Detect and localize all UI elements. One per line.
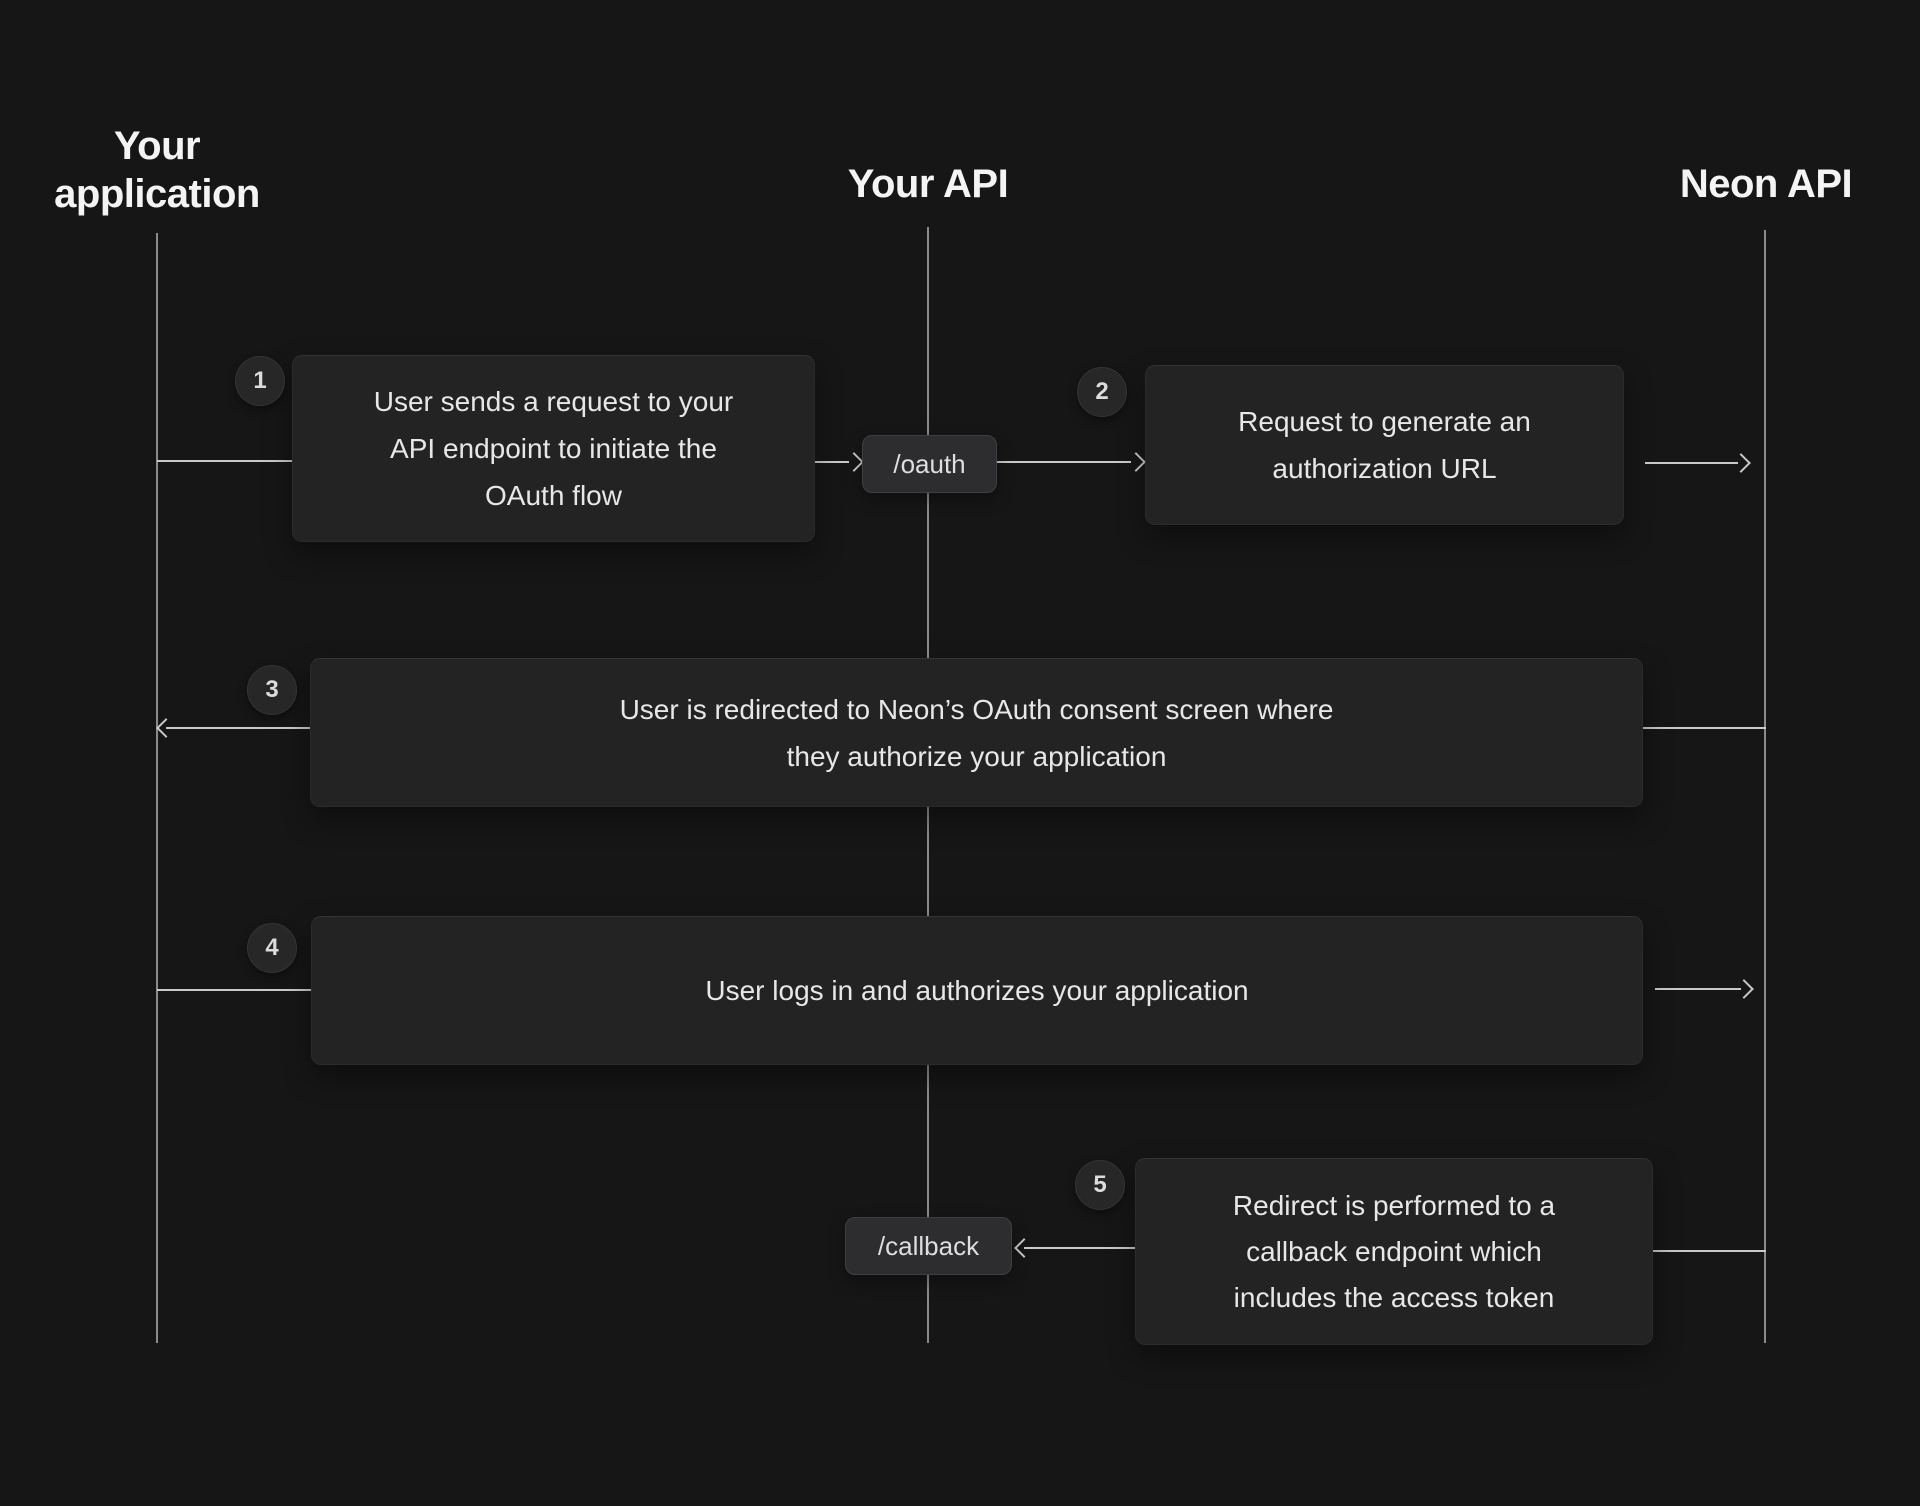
callback-endpoint-label: /callback xyxy=(877,1230,980,1261)
arrowhead-right-icon xyxy=(1734,979,1754,999)
step-4-text: User logs in and authorizes your applica… xyxy=(705,975,1249,1006)
connector-step2-to-neon xyxy=(1645,462,1738,464)
step-1-text: User sends a request to your API endpoin… xyxy=(373,386,734,511)
connector-app-to-step1 xyxy=(157,460,292,462)
arrowhead-left-icon xyxy=(1014,1238,1034,1258)
actor-neon-api: Neon API xyxy=(1679,162,1853,206)
step-4-number: 4 xyxy=(247,923,297,973)
connector-step3-to-app xyxy=(166,727,310,729)
actor-your-api: Your API xyxy=(847,162,1009,206)
arrowhead-right-icon xyxy=(1126,452,1146,472)
lifeline-neon-api xyxy=(1764,230,1766,1343)
step-2-number: 2 xyxy=(1077,367,1127,417)
step-3-box: User is redirected to Neon’s OAuth conse… xyxy=(310,658,1643,807)
arrowhead-right-icon xyxy=(1731,453,1751,473)
connector-step4-to-neon xyxy=(1655,988,1741,990)
endpoint-pill-oauth: /oauth xyxy=(862,435,997,493)
connector-step5-to-callback xyxy=(1024,1247,1135,1249)
step-3-text: User is redirected to Neon’s OAuth conse… xyxy=(619,693,1334,772)
step-5-number: 5 xyxy=(1075,1160,1125,1210)
lifeline-your-application xyxy=(156,233,158,1343)
connector-neon-to-step5 xyxy=(1653,1250,1766,1252)
step-2-text: Request to generate an authorization URL xyxy=(1238,406,1531,484)
actor-your-application: Your application xyxy=(54,124,260,216)
step-5-text: Redirect is performed to a callback endp… xyxy=(1232,1189,1556,1313)
connector-app-to-step4 xyxy=(157,989,311,991)
arrowhead-right-icon xyxy=(844,452,864,472)
step-1-box: User sends a request to your API endpoin… xyxy=(292,355,815,542)
step-5-box: Redirect is performed to a callback endp… xyxy=(1135,1158,1653,1345)
step-3-number: 3 xyxy=(247,665,297,715)
step-2-box: Request to generate an authorization URL xyxy=(1145,365,1624,525)
connector-neon-to-step3 xyxy=(1643,727,1766,729)
oauth-endpoint-label: /oauth xyxy=(893,448,966,479)
step-1-number: 1 xyxy=(235,356,285,406)
step-4-box: User logs in and authorizes your applica… xyxy=(311,916,1643,1065)
connector-oauth-to-step2 xyxy=(997,461,1131,463)
connector-step1-to-oauth xyxy=(815,461,849,463)
endpoint-pill-callback: /callback xyxy=(845,1217,1012,1275)
